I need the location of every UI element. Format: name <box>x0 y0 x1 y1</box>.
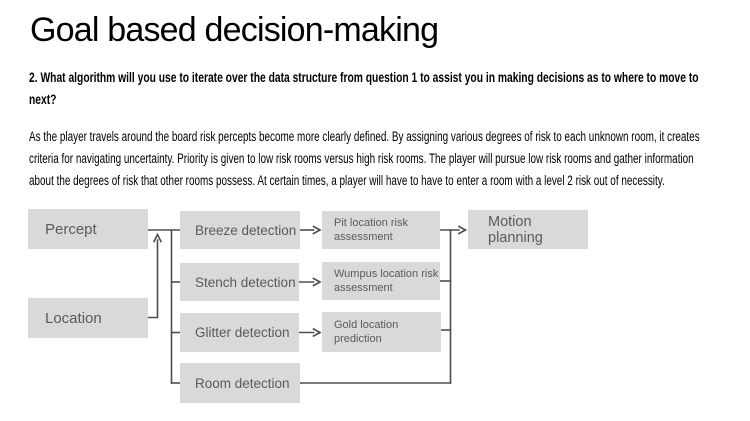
node-location: Location <box>28 298 148 338</box>
node-label: Breeze detection <box>195 222 297 238</box>
question-text: 2. What algorithm will you use to iterat… <box>29 69 699 107</box>
node-motion-planning: Motion planning <box>468 210 588 249</box>
node-label: Percept <box>45 220 97 238</box>
node-stench-detection: Stench detection <box>180 263 299 301</box>
body-paragraph: As the player travels around the board r… <box>29 129 700 188</box>
node-room-detection: Room detection <box>180 363 300 403</box>
node-label: Pit location risk assessment <box>334 216 408 244</box>
node-label: Glitter detection <box>195 325 290 340</box>
arrowhead-right-icon <box>312 225 322 235</box>
node-label: Gold location prediction <box>334 318 399 346</box>
node-label: Wumpus location risk assessment <box>334 267 439 295</box>
slide-title: Goal based decision-making <box>30 11 439 49</box>
node-label: Location <box>45 309 102 327</box>
arrowhead-right-icon <box>312 277 322 287</box>
node-percept: Percept <box>28 209 148 249</box>
node-label: Motion planning <box>488 213 543 246</box>
node-glitter-detection: Glitter detection <box>180 313 299 352</box>
node-gold-location-prediction: Gold location prediction <box>322 312 441 352</box>
node-pit-location-risk-assessment: Pit location risk assessment <box>322 211 440 249</box>
node-breeze-detection: Breeze detection <box>180 211 300 249</box>
arrowhead-right-icon <box>457 225 468 235</box>
node-label: Room detection <box>195 375 290 391</box>
edge-location-up <box>147 239 159 319</box>
node-wumpus-location-risk-assessment: Wumpus location risk assessment <box>322 262 440 300</box>
arrowhead-up-icon <box>152 232 163 243</box>
node-label: Stench detection <box>195 274 296 290</box>
arrowhead-right-icon <box>312 327 322 338</box>
